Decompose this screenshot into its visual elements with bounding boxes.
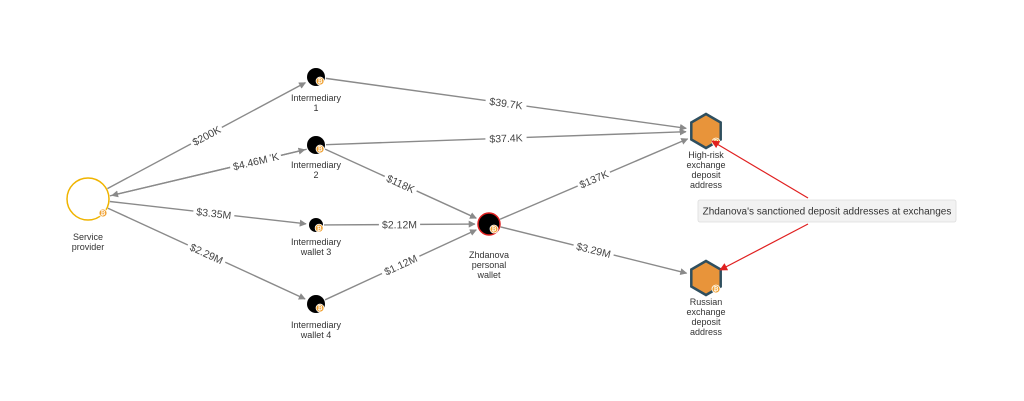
- node-label-line: personal: [472, 260, 507, 270]
- node-label-line: Service: [73, 232, 103, 242]
- node-label-line: Zhdanova: [469, 250, 509, 260]
- node-label-line: deposit: [691, 317, 721, 327]
- node-label-line: wallet 4: [300, 330, 332, 340]
- edge-label-bg: [185, 238, 229, 268]
- node-label-line: Intermediary: [291, 160, 342, 170]
- node-label-line: 1: [313, 103, 318, 113]
- callout-arrow-highrisk: [711, 140, 809, 199]
- node-label-line: High-risk: [688, 150, 724, 160]
- svg-text:₿: ₿: [318, 78, 323, 85]
- edge-amount-label: $1.12M: [383, 253, 420, 279]
- bitcoin-icon: ₿: [489, 224, 499, 234]
- edge-label-bg: [379, 249, 422, 279]
- edge-label-bg: [187, 121, 225, 150]
- node-label-line: provider: [72, 242, 105, 252]
- svg-text:₿: ₿: [714, 286, 719, 293]
- node-label-line: Intermediary: [291, 237, 342, 247]
- edge-amount-label: $3.29M: [575, 241, 612, 261]
- node-label-line: Russian: [690, 297, 723, 307]
- edge-label-bg: [574, 165, 613, 192]
- node-label-line: wallet 3: [300, 247, 332, 257]
- bitcoin-icon: ₿: [315, 144, 325, 154]
- edge-amount-label: $39.7K: [489, 96, 524, 112]
- edge-label-bg: [378, 217, 421, 231]
- svg-text:₿: ₿: [317, 225, 322, 232]
- callout: Zhdanova's sanctioned deposit addresses …: [697, 140, 957, 271]
- provider-ring: [66, 177, 110, 221]
- edge-label-bg: [484, 93, 528, 113]
- bitcoin-icon: ₿: [314, 223, 324, 233]
- bitcoin-icon: ₿: [315, 76, 325, 86]
- edge-amount-label: $3.35M: [196, 206, 232, 222]
- bitcoin-icon: ₿: [98, 208, 108, 218]
- node-label-line: exchange: [686, 160, 725, 170]
- node-label-line: address: [690, 327, 723, 337]
- edge-label-bg: [485, 130, 527, 145]
- node-label-line: wallet: [476, 270, 501, 280]
- node-label-line: Intermediary: [291, 93, 342, 103]
- callout-text: Zhdanova's sanctioned deposit addresses …: [703, 207, 952, 218]
- edge-amount-label: $2.12M: [382, 219, 417, 231]
- edge-amount-label: $2.29M: [188, 242, 225, 268]
- bitcoin-icon: ₿: [711, 284, 721, 294]
- callout-arrow-russian: [719, 223, 809, 271]
- edge-label-bg: [228, 151, 272, 174]
- node-label-line: exchange: [686, 307, 725, 317]
- nodes-layer: ₿Serviceprovider₿Intermediary1₿Intermedi…: [66, 68, 726, 340]
- edge-amount-label: $4.46M: [232, 154, 269, 174]
- edge-label-bg: [192, 204, 236, 222]
- node-label-line: address: [690, 180, 723, 190]
- node-label-line: 2: [313, 170, 318, 180]
- svg-text:₿: ₿: [318, 305, 323, 312]
- svg-text:₿: ₿: [318, 146, 323, 153]
- edge-label-bg: [382, 170, 420, 197]
- edge-labels-layer: $200K$237K$4.46M$3.35M$2.29M$39.7K$37.4K…: [185, 93, 616, 279]
- callout-box: [697, 199, 957, 223]
- svg-text:₿: ₿: [492, 226, 497, 233]
- node-label-line: deposit: [691, 170, 721, 180]
- edge-amount-label: $37.4K: [489, 132, 523, 145]
- bitcoin-icon: ₿: [315, 303, 325, 313]
- node-label-line: Intermediary: [291, 320, 342, 330]
- svg-text:₿: ₿: [101, 210, 106, 217]
- edge-label-bg: [572, 238, 616, 261]
